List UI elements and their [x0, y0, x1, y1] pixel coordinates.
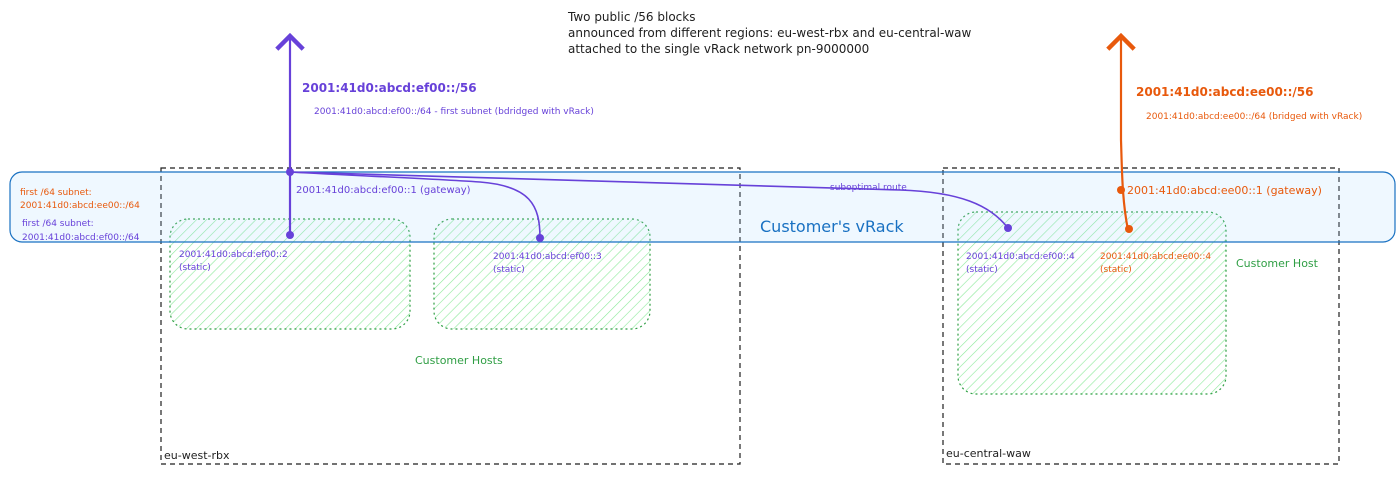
route-to-host-2 [289, 171, 541, 239]
region-box-central [942, 167, 1340, 465]
left-orange-title: first /64 subnet: [20, 188, 92, 198]
host-3-type-purple: (static) [966, 265, 998, 275]
west-subnet64: 2001:41d0:abcd:ef00::/64 - first subnet … [314, 107, 594, 117]
host-3-address-orange: 2001:41d0:abcd:ee00::4 [1100, 252, 1211, 262]
left-purple-value: 2001:41d0:abcd:ef00::/64 [22, 233, 140, 243]
left-orange-value: 2001:41d0:abcd:ee00::/64 [20, 201, 140, 211]
host-2-dot [536, 234, 544, 242]
vrack-band [9, 171, 1396, 243]
header-line-2: announced from different regions: eu-wes… [568, 26, 971, 40]
header-line-3: attached to the single vRack network pn-… [568, 42, 869, 56]
region-label-central: eu-central-waw [946, 447, 1031, 460]
host-1-type: (static) [179, 263, 211, 273]
central-prefix56: 2001:41d0:abcd:ee00::/56 [1136, 85, 1313, 99]
west-hosts-label: Customer Hosts [415, 354, 503, 367]
host-1-dot [286, 231, 294, 239]
central-host-label: Customer Host [1236, 257, 1319, 270]
central-gateway: 2001:41d0:abcd:ee00::1 (gateway) [1127, 184, 1322, 197]
west-gateway-dot [286, 168, 294, 176]
host-box-2 [433, 218, 651, 330]
central-announce-arrow [1106, 32, 1136, 231]
host-3-type-orange: (static) [1100, 265, 1132, 275]
vrack-label: Customer's vRack [760, 217, 904, 236]
region-label-west: eu-west-rbx [164, 449, 230, 462]
west-prefix56: 2001:41d0:abcd:ef00::/56 [302, 81, 477, 95]
central-subnet64: 2001:41d0:abcd:ee00::/64 (bridged with v… [1146, 112, 1362, 122]
host-3-address-purple: 2001:41d0:abcd:ef00::4 [966, 252, 1075, 262]
west-gateway: 2001:41d0:abcd:ef00::1 (gateway) [296, 185, 471, 196]
host-1-address: 2001:41d0:abcd:ef00::2 [179, 250, 288, 260]
host-3-dot-purple [1004, 224, 1012, 232]
left-purple-title: first /64 subnet: [22, 219, 94, 229]
host-2-address: 2001:41d0:abcd:ef00::3 [493, 252, 602, 262]
central-gateway-dot [1117, 186, 1125, 194]
host-2-type: (static) [493, 265, 525, 275]
header-line-1: Two public /56 blocks [567, 10, 695, 24]
host-box-3 [957, 211, 1227, 395]
route-label: suboptimal route [830, 183, 907, 193]
host-3-dot-orange [1125, 225, 1133, 233]
region-box-west [160, 167, 741, 465]
